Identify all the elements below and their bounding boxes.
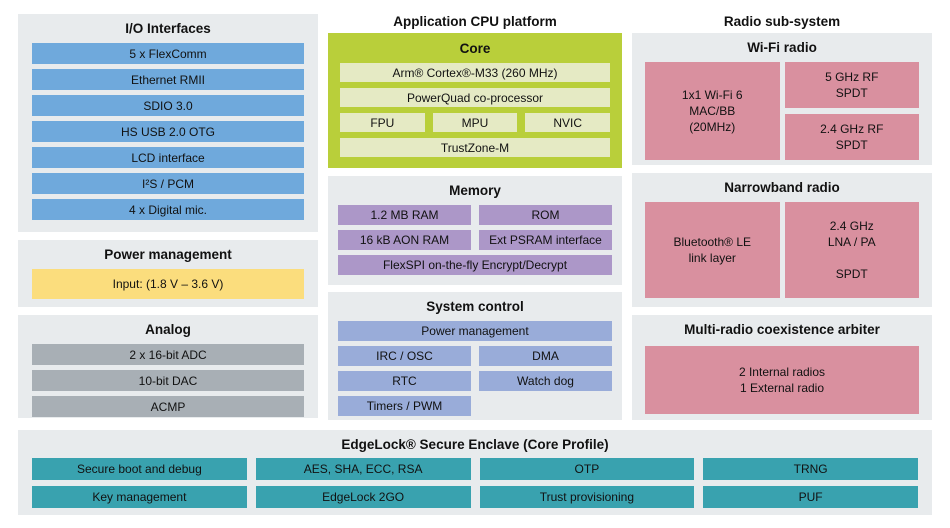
- edgelock-panel: EdgeLock® Secure Enclave (Core Profile) …: [18, 430, 932, 515]
- memory-cell-ram: 1.2 MB RAM: [338, 205, 471, 225]
- coex-arbiter-panel: Multi-radio coexistence arbiter 2 Intern…: [632, 315, 932, 420]
- wifi-radio-title: Wi-Fi radio: [747, 40, 817, 55]
- memory-title: Memory: [449, 183, 501, 198]
- system-control-title: System control: [426, 299, 524, 314]
- core-bar-powerquad: PowerQuad co-processor: [340, 88, 610, 107]
- core-bar-cortex-m33: Arm® Cortex®-M33 (260 MHz): [340, 63, 610, 82]
- system-cell-rtc: RTC: [338, 371, 471, 391]
- coex-radios-block: 2 Internal radios 1 External radio: [645, 346, 919, 414]
- edgelock-bar-trust-provisioning: Trust provisioning: [479, 486, 695, 508]
- narrowband-radio-panel: Narrowband radio Bluetooth® LE link laye…: [632, 173, 932, 307]
- io-bar-ethernet-rmii: Ethernet RMII: [32, 69, 304, 90]
- analog-title: Analog: [145, 322, 191, 337]
- edgelock-bar-puf: PUF: [703, 486, 918, 508]
- io-bars: 5 x FlexComm Ethernet RMII SDIO 3.0 HS U…: [18, 43, 318, 220]
- system-control-panel: System control Power management IRC / OS…: [328, 292, 622, 420]
- wifi-grid: 1x1 Wi-Fi 6 MAC/BB (20MHz) 5 GHz RF SPDT…: [632, 62, 932, 160]
- edgelock-bar-trng: TRNG: [703, 458, 918, 480]
- analog-bar-adc: 2 x 16-bit ADC: [32, 344, 304, 365]
- system-cell-watchdog: Watch dog: [479, 371, 612, 391]
- memory-cell-psram: Ext PSRAM interface: [479, 230, 612, 250]
- system-control-grid: Power management IRC / OSC DMA RTC Watch…: [328, 321, 622, 417]
- memory-grid: 1.2 MB RAM ROM 16 kB AON RAM Ext PSRAM i…: [328, 205, 622, 275]
- power-input-bar: Input: (1.8 V – 3.6 V): [32, 269, 304, 299]
- analog-bars: 2 x 16-bit ADC 10-bit DAC ACMP: [18, 344, 318, 417]
- memory-cell-flexspi: FlexSPI on-the-fly Encrypt/Decrypt: [338, 255, 612, 275]
- power-bars: Input: (1.8 V – 3.6 V): [18, 269, 318, 299]
- edgelock-grid: Secure boot and debug AES, SHA, ECC, RSA…: [18, 458, 932, 508]
- analog-bar-dac: 10-bit DAC: [32, 370, 304, 391]
- narrowband-grid: Bluetooth® LE link layer 2.4 GHz LNA / P…: [632, 202, 932, 298]
- core-bar-mpu: MPU: [432, 113, 518, 132]
- io-bar-lcd: LCD interface: [32, 147, 304, 168]
- io-bar-digital-mic: 4 x Digital mic.: [32, 199, 304, 220]
- wifi-radio-panel: Wi-Fi radio 1x1 Wi-Fi 6 MAC/BB (20MHz) 5…: [632, 33, 932, 165]
- middle-column: Application CPU platform Core Arm® Corte…: [328, 14, 622, 420]
- wifi-mac-bb-block: 1x1 Wi-Fi 6 MAC/BB (20MHz): [645, 62, 780, 160]
- io-bar-flexcomm: 5 x FlexComm: [32, 43, 304, 64]
- analog-panel: Analog 2 x 16-bit ADC 10-bit DAC ACMP: [18, 315, 318, 418]
- edgelock-bar-otp: OTP: [479, 458, 695, 480]
- power-management-title: Power management: [104, 247, 232, 262]
- memory-cell-aon-ram: 16 kB AON RAM: [338, 230, 471, 250]
- wifi-5ghz-spdt-block: 5 GHz RF SPDT: [784, 62, 919, 108]
- system-cell-dma: DMA: [479, 346, 612, 366]
- wifi-24ghz-spdt-block: 2.4 GHz RF SPDT: [784, 114, 919, 160]
- io-interfaces-title: I/O Interfaces: [125, 21, 211, 36]
- narrowband-radio-title: Narrowband radio: [724, 180, 840, 195]
- application-cpu-title: Application CPU platform: [393, 14, 557, 29]
- core-grid: Arm® Cortex®-M33 (260 MHz) PowerQuad co-…: [328, 63, 622, 157]
- memory-panel: Memory 1.2 MB RAM ROM 16 kB AON RAM Ext …: [328, 176, 622, 285]
- core-bar-nvic: NVIC: [525, 113, 610, 132]
- io-interfaces-panel: I/O Interfaces 5 x FlexComm Ethernet RMI…: [18, 14, 318, 232]
- core-panel: Core Arm® Cortex®-M33 (260 MHz) PowerQua…: [328, 33, 622, 168]
- memory-cell-rom: ROM: [479, 205, 612, 225]
- edgelock-title: EdgeLock® Secure Enclave (Core Profile): [341, 437, 609, 452]
- edgelock-bar-crypto: AES, SHA, ECC, RSA: [255, 458, 471, 480]
- edgelock-bar-key-management: Key management: [32, 486, 247, 508]
- core-title: Core: [459, 41, 491, 56]
- io-bar-sdio: SDIO 3.0: [32, 95, 304, 116]
- ble-link-layer-block: Bluetooth® LE link layer: [645, 202, 780, 298]
- edgelock-bar-secure-boot: Secure boot and debug: [32, 458, 247, 480]
- io-bar-usb-otg: HS USB 2.0 OTG: [32, 121, 304, 142]
- analog-bar-acmp: ACMP: [32, 396, 304, 417]
- system-cell-empty: [479, 396, 612, 417]
- radio-subsystem-title: Radio sub-system: [723, 14, 841, 29]
- system-cell-power-management: Power management: [338, 321, 612, 341]
- power-management-panel: Power management Input: (1.8 V – 3.6 V): [18, 240, 318, 307]
- left-column: I/O Interfaces 5 x FlexComm Ethernet RMI…: [18, 14, 318, 418]
- system-cell-irc-osc: IRC / OSC: [338, 346, 471, 366]
- right-column: Radio sub-system Wi-Fi radio 1x1 Wi-Fi 6…: [632, 14, 932, 420]
- system-cell-timers-pwm: Timers / PWM: [338, 396, 471, 416]
- edgelock-bar-edgelock-2go: EdgeLock 2GO: [255, 486, 471, 508]
- io-bar-i2s-pcm: I²S / PCM: [32, 173, 304, 194]
- core-bar-trustzone: TrustZone-M: [340, 138, 610, 157]
- core-bar-fpu: FPU: [340, 113, 425, 132]
- lna-pa-spdt-block: 2.4 GHz LNA / PA SPDT: [784, 202, 919, 298]
- coex-arbiter-title: Multi-radio coexistence arbiter: [684, 322, 880, 337]
